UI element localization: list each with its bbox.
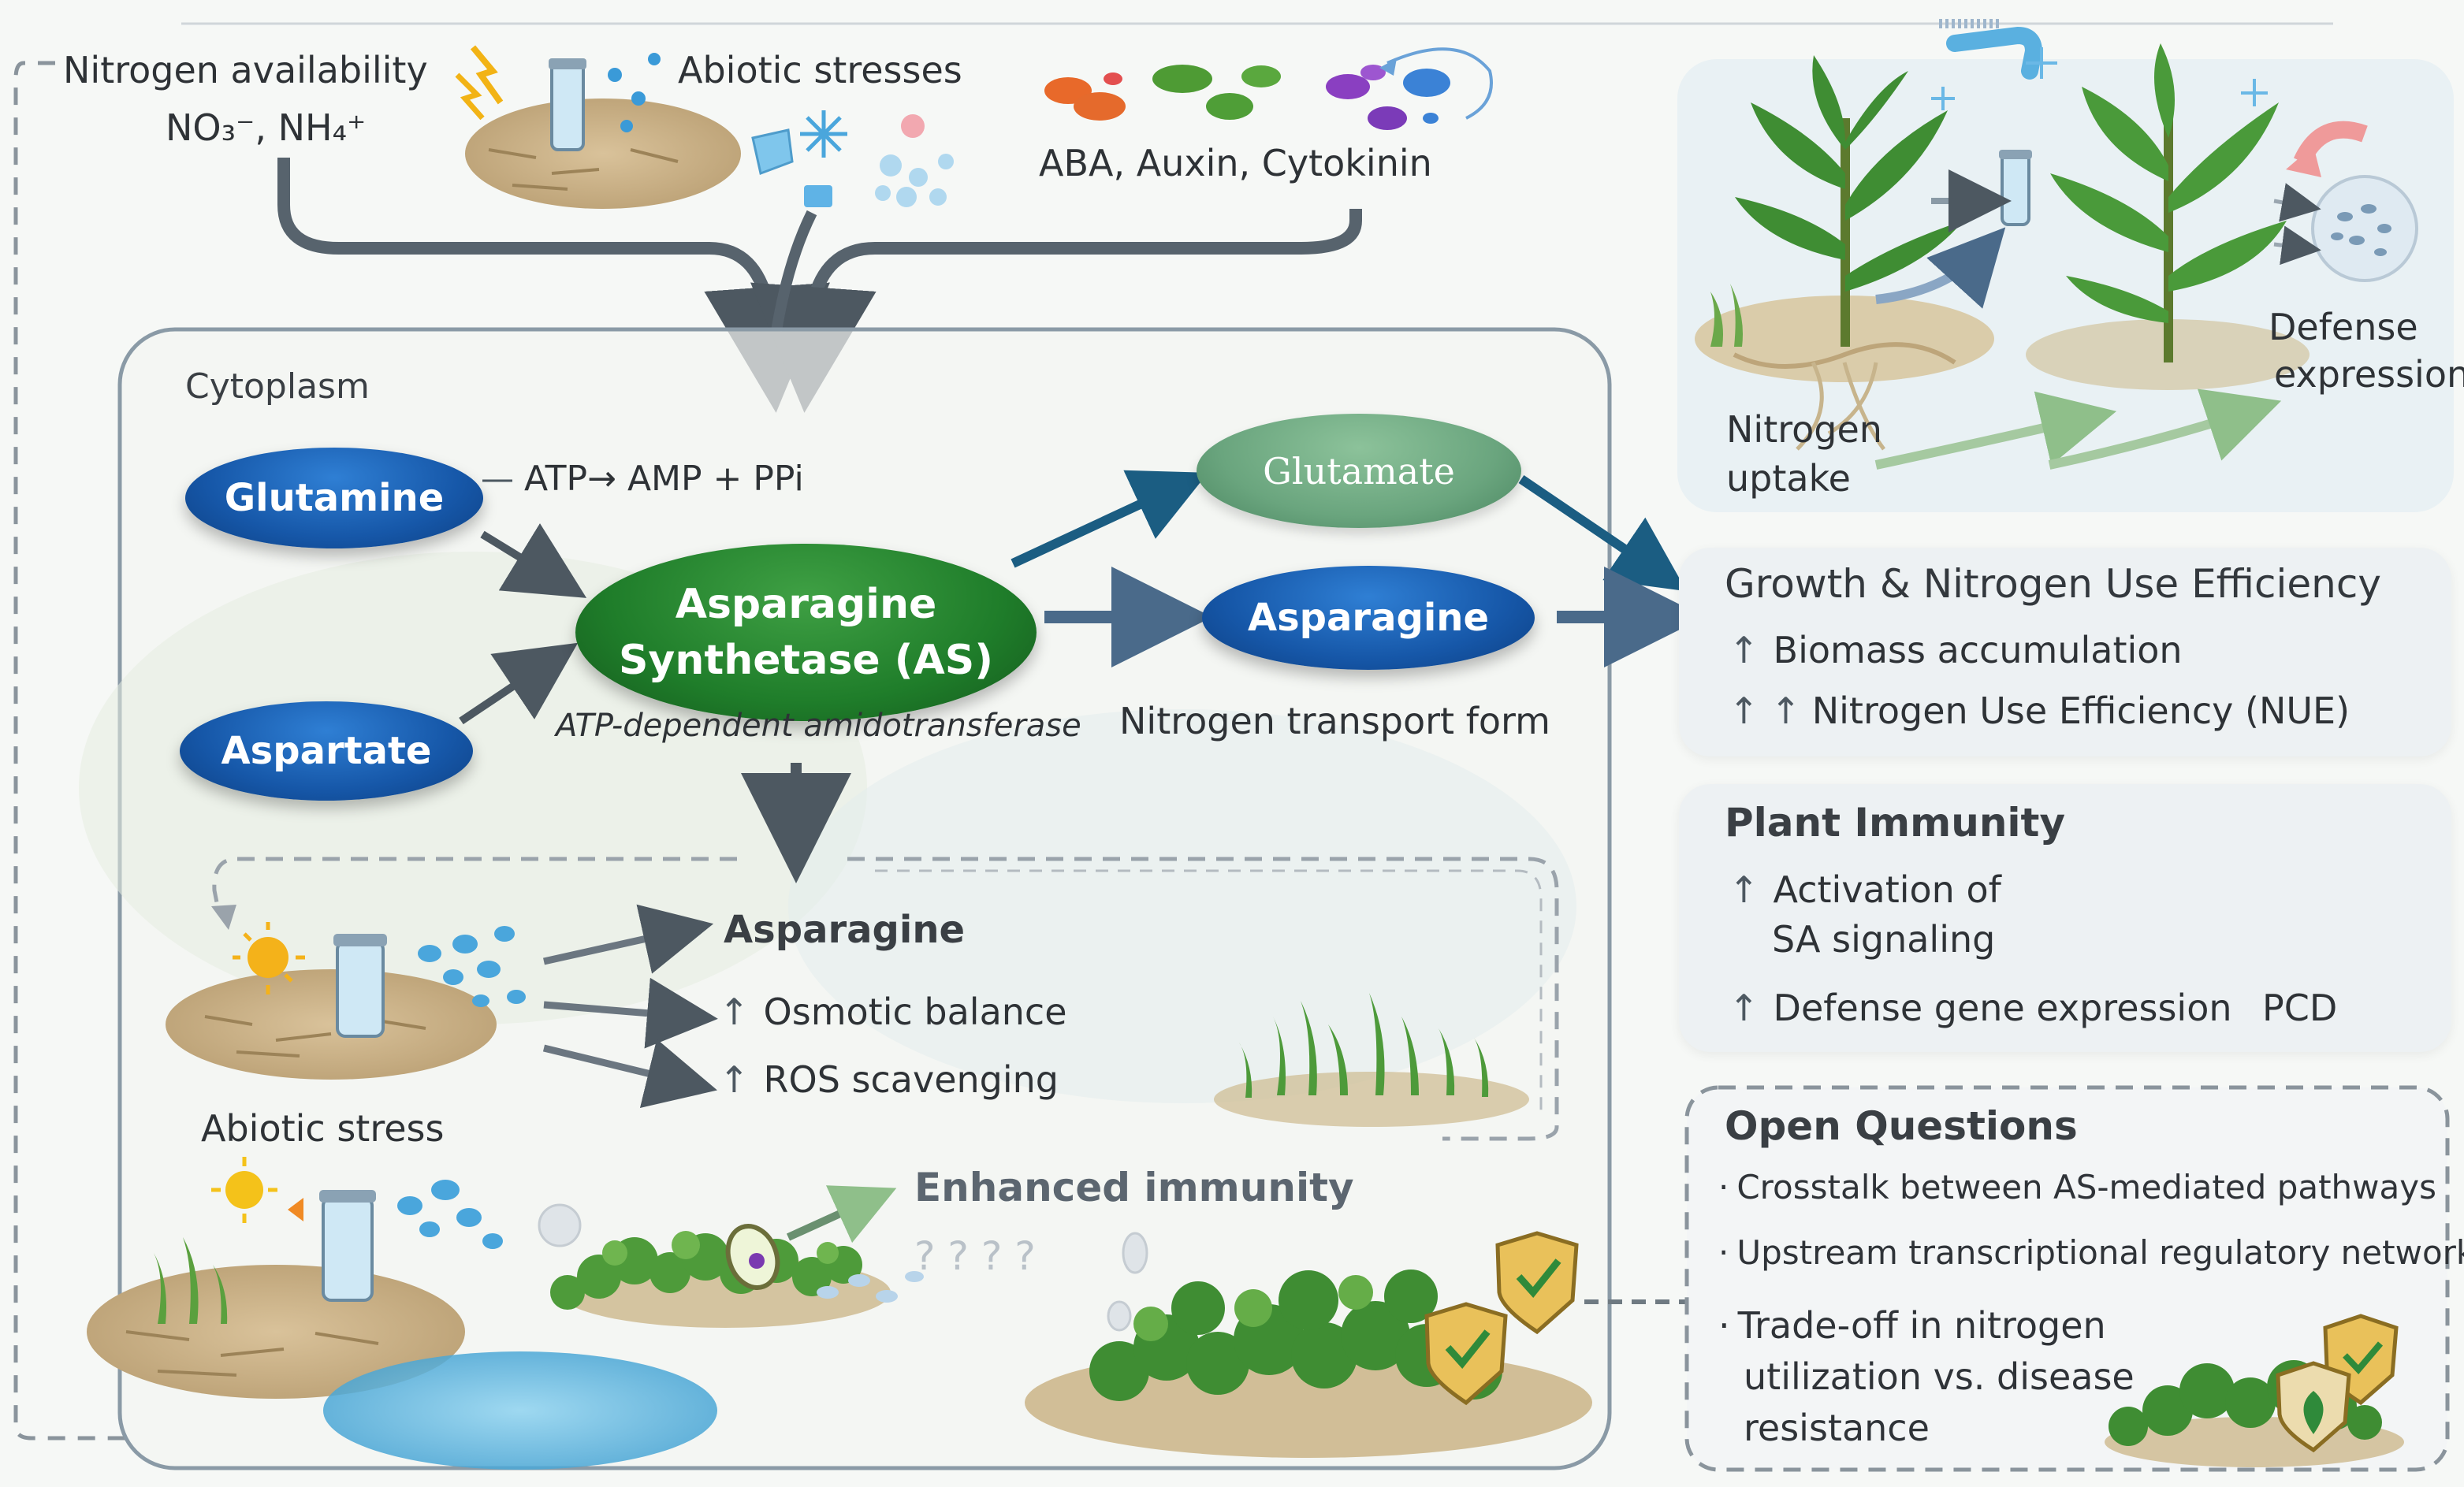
abiotic-stresses-label: Abiotic stresses <box>678 49 962 91</box>
bullet-icon: · <box>1718 1233 1729 1272</box>
sa-signaling-label-line1: Activation of <box>1773 868 2001 911</box>
bullet-icon: · <box>1718 1168 1729 1206</box>
aspartate-node: Aspartate <box>180 701 473 801</box>
up-arrow-icon: ↑ <box>1729 868 1759 911</box>
question-item-2: ·Upstream transcriptional regulatory net… <box>1718 1233 2464 1272</box>
double-up-arrow-icon: ↑ ↑ <box>1729 690 1801 732</box>
question-3-label-line3: resistance <box>1744 1407 1930 1449</box>
question-2-label: Upstream transcriptional regulatory netw… <box>1736 1233 2464 1272</box>
defense-gene-item: ↑ Defense gene expression <box>1729 987 2232 1029</box>
question-item-3: ·Trade-off in nitrogen <box>1718 1304 2106 1347</box>
abiotic-stress-label: Abiotic stress <box>201 1107 445 1150</box>
bullet-icon: · <box>1718 1304 1730 1347</box>
osmotic-balance-label: Osmotic balance <box>763 991 1067 1033</box>
question-marks: ? ? ? ? <box>914 1233 1036 1279</box>
enzyme-label-line2: Synthetase (AS) <box>618 636 993 684</box>
immunity-title: Plant Immunity <box>1725 800 2066 846</box>
atp-reaction-label: ATP→ AMP + PPi <box>524 459 804 499</box>
hormones-label: ABA, Auxin, Cytokinin <box>1039 142 1432 184</box>
glutamine-label: Glutamine <box>224 476 445 520</box>
asparagine-label: Asparagine <box>1247 596 1490 640</box>
cytoplasm-label: Cytoplasm <box>185 366 370 407</box>
osmotic-balance-item: ↑ Osmotic balance <box>719 991 1067 1033</box>
stress-asparagine-label: Asparagine <box>724 908 966 952</box>
nitrogen-formula: NO₃⁻, NH₄⁺ <box>166 106 367 149</box>
enhanced-immunity-label: Enhanced immunity <box>914 1165 1354 1210</box>
up-arrow-icon: ↑ <box>1729 629 1759 671</box>
pcd-label: PCD <box>2262 987 2338 1029</box>
nitrogen-uptake-label-2: uptake <box>1726 457 1851 500</box>
ros-scavenging-label: ROS scavenging <box>763 1058 1059 1101</box>
ros-scavenging-item: ↑ ROS scavenging <box>719 1058 1059 1101</box>
sa-signaling-label-line2: SA signaling <box>1772 918 1996 961</box>
biomass-label: Biomass accumulation <box>1773 629 2183 671</box>
nitrogen-uptake-label-1: Nitrogen <box>1726 408 1882 451</box>
glutamine-node: Glutamine <box>185 448 483 548</box>
aspartate-label: Aspartate <box>221 729 432 773</box>
question-1-label: Crosstalk between AS-mediated pathways <box>1736 1168 2436 1206</box>
glutamate-label: Glutamate <box>1263 449 1455 493</box>
question-3-label-line1: Trade-off in nitrogen <box>1737 1304 2106 1347</box>
asparagine-synthetase-node: Asparagine Synthetase (AS) <box>575 544 1037 721</box>
biomass-item: ↑ Biomass accumulation <box>1729 629 2183 671</box>
nue-item: ↑ ↑Nitrogen Use Efficiency (NUE) <box>1729 690 2350 732</box>
nitrogen-transport-form-label: Nitrogen transport form <box>1119 700 1550 742</box>
glutamate-node: Glutamate <box>1197 414 1521 528</box>
asparagine-node: Asparagine <box>1202 566 1535 670</box>
question-item-1: ·Crosstalk between AS-mediated pathways <box>1718 1168 2436 1206</box>
question-3-label-line2: utilization vs. disease <box>1744 1355 2135 1398</box>
up-arrow-icon: ↑ <box>1729 987 1759 1029</box>
nue-label: Nitrogen Use Efficiency (NUE) <box>1811 690 2350 732</box>
defense-gene-label: Defense gene expression <box>1773 987 2232 1029</box>
sa-signaling-item: ↑ Activation of <box>1729 868 2001 911</box>
immunity-panel <box>1679 784 2451 1052</box>
open-questions-title: Open Questions <box>1725 1103 2078 1149</box>
defense-expression-label-1: Defense <box>2269 306 2418 348</box>
enzyme-label-line1: Asparagine <box>675 581 937 629</box>
growth-panel <box>1679 548 2451 757</box>
up-arrow-icon: ↑ <box>719 1058 750 1101</box>
growth-title: Growth & Nitrogen Use Efficiency <box>1725 561 2381 607</box>
up-arrow-icon: ↑ <box>719 991 750 1033</box>
nitrogen-availability-label: Nitrogen availability <box>63 49 428 91</box>
enzyme-subtitle: ATP-dependent amidotransferase <box>556 708 1081 744</box>
defense-expression-label-2: expression <box>2274 353 2464 396</box>
